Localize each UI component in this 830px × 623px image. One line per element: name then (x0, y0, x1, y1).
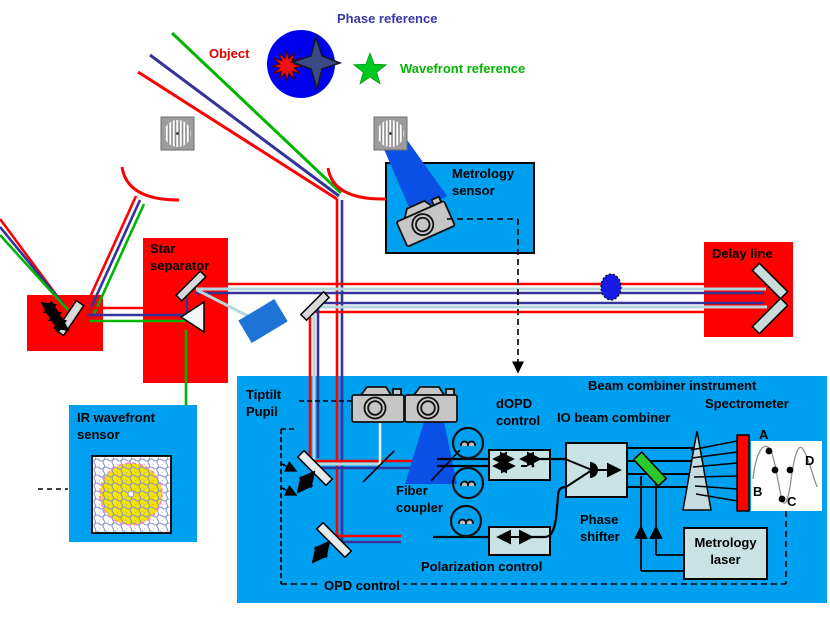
spectrometer-label: Spectrometer (705, 396, 789, 411)
pupil-camera (404, 386, 458, 423)
fringe-point-c-label: D (805, 453, 815, 468)
ir-wavefront-sensor-label: IR wavefront sensor (77, 410, 156, 442)
phase-reference-label: Phase reference (337, 11, 438, 26)
delay-return-vertical-beams (308, 307, 320, 464)
telescope-2-feed-beams (335, 199, 344, 544)
polarization-loop-2 (451, 466, 485, 500)
combiner-tiptilt-mirror-1 (296, 449, 334, 494)
station-to-separator-beams (84, 306, 186, 323)
phase-shifter-label: Phase shifter (580, 512, 620, 544)
fiber-coupler-label: Fiber coupler (396, 483, 443, 515)
primary-mirror-arc-1 (120, 166, 180, 202)
tiptilt-camera (351, 386, 405, 423)
tiptilt-station-mirror (40, 299, 85, 337)
detector-bar (736, 434, 750, 512)
wavefront-reference-label: Wavefront reference (400, 61, 526, 76)
fiber-train (433, 451, 567, 545)
fold-mirror (299, 290, 331, 322)
starlight-beams (0, 31, 343, 315)
delay-line-label: Delay line (712, 246, 773, 261)
polarization-loop-1 (451, 426, 485, 460)
object-label: Object (209, 46, 250, 61)
primary-mirror-arc-2 (326, 167, 387, 201)
fringe-point-b-label: B (753, 484, 763, 499)
metrology-cone (380, 130, 447, 214)
phase-reference-object (267, 30, 343, 98)
star-separator-label: Star separator (150, 241, 210, 273)
separator-mirror (175, 270, 207, 302)
object-starburst (271, 50, 303, 82)
star-separator-internals (175, 270, 288, 343)
fringe-plot (752, 445, 818, 504)
lenslet-array (91, 455, 172, 534)
metrology-target (238, 299, 288, 343)
combiner-tiptilt-mirror-2 (311, 521, 353, 564)
io-beam-combiner-label: IO beam combiner (557, 410, 671, 425)
fringe-point-a-label: A (759, 427, 769, 442)
separator-prism (179, 300, 205, 334)
spectrometer-prism (682, 430, 712, 511)
metrology-camera (392, 192, 456, 248)
dopd-control-label: dOPD control (496, 396, 541, 428)
metrology-sensor-label: Metrology sensor (452, 166, 515, 198)
io-y-junction (564, 458, 622, 488)
opd-control-label: OPD control (321, 578, 403, 595)
telescope-1 (161, 117, 194, 150)
delay-line-retroreflector (751, 262, 789, 335)
metrology-laser-box (683, 527, 768, 580)
polarization-control-label: Polarization control (421, 559, 543, 574)
polarization-loop-3 (449, 504, 483, 538)
beam-lens (600, 273, 622, 301)
beam-combiner-title: Beam combiner instrument (588, 378, 757, 393)
phase-reference-star (289, 34, 343, 92)
fringe-point-d-label: C (787, 494, 797, 509)
wavefront-reference-star (352, 51, 388, 85)
metrology-laser-label: Metrology laser (694, 535, 757, 567)
dichroic-mirror (632, 451, 668, 487)
beamsplitter-1 (362, 450, 395, 483)
tiptilt-pupil-label: Tiptilt Pupil (246, 387, 282, 419)
telescope-2 (374, 117, 407, 150)
metrology-laser-beams (634, 476, 683, 572)
main-delay-beams (196, 282, 770, 314)
dispersed-beams (690, 440, 738, 502)
